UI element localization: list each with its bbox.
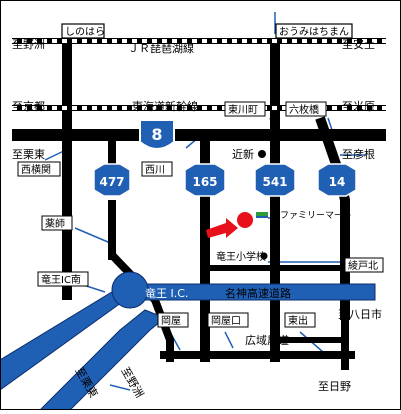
route-477-badge: 477 — [93, 163, 131, 197]
svg-text:西横関: 西横関 — [21, 163, 51, 176]
route-541-badge: 541 — [254, 163, 296, 197]
svg-text:東川町: 東川町 — [228, 103, 258, 116]
destination-marker[interactable] — [237, 212, 253, 228]
svg-text:541: 541 — [262, 175, 287, 189]
dir-yasu-top: 至野洲 — [12, 38, 45, 51]
svg-text:西川: 西川 — [145, 165, 165, 176]
station-shinohara[interactable]: しのはら — [61, 23, 105, 39]
route-14-badge: 14 — [317, 163, 357, 197]
svg-text:岡屋: 岡屋 — [161, 315, 181, 327]
dir-hikone: 至彦根 — [342, 147, 375, 161]
svg-text:477: 477 — [99, 175, 124, 189]
intersection-yakushi[interactable]: 薬師 — [41, 215, 73, 231]
red-arrow-icon — [206, 218, 238, 238]
dir-yokaichi: 至八日市 — [338, 307, 382, 321]
svg-text:岡屋口: 岡屋口 — [211, 315, 241, 327]
dir-maibara: 至米原 — [342, 100, 375, 113]
intersection-okaya-guchi[interactable]: 岡屋口 — [207, 312, 249, 328]
svg-text:おうみはちまん: おうみはちまん — [279, 26, 349, 38]
kinshin-label: 近新 — [232, 147, 254, 161]
family-mart-label: ファミリーマート — [280, 211, 352, 221]
svg-text:14: 14 — [329, 175, 346, 189]
meishin-label: 名神高速道路 — [225, 286, 291, 300]
dir-hino: 至日野 — [318, 380, 351, 393]
shinkansen-label: 東海道新幹線 — [132, 99, 198, 113]
route-8-badge: 8 — [139, 119, 175, 150]
svg-text:東出: 東出 — [288, 314, 308, 327]
ryuo-ic-label: 竜王 I.C. — [145, 286, 188, 300]
dir-azuchi: 至安土 — [342, 37, 375, 51]
elementary-dot — [260, 252, 268, 260]
svg-text:薬師: 薬師 — [45, 217, 65, 230]
intersection-rokumaibashi[interactable]: 六枚橋 — [285, 101, 327, 117]
intersection-nishiyokozeki[interactable]: 西横関 — [17, 161, 61, 177]
dir-kurita-east: 至栗東 — [12, 148, 45, 161]
svg-text:六枚橋: 六枚橋 — [289, 103, 319, 116]
svg-text:8: 8 — [151, 125, 162, 144]
svg-text:竜王IC南: 竜王IC南 — [41, 273, 81, 286]
svg-text:綾戸北: 綾戸北 — [348, 259, 378, 272]
station-omihachiman[interactable]: おうみはちまん — [275, 23, 353, 39]
intersection-okaya[interactable]: 岡屋 — [157, 312, 189, 328]
convenience-store-icon — [256, 212, 268, 218]
jr-biwako-label: ＪＲ琵琶湖線 — [128, 41, 194, 55]
intersection-higashide[interactable]: 東出 — [284, 312, 316, 328]
route-165-badge: 165 — [184, 163, 226, 197]
ryuo-elementary-label: 竜王小学校 — [216, 250, 266, 263]
intersection-nishikawa[interactable]: 西川 — [141, 161, 173, 177]
svg-text:165: 165 — [192, 175, 217, 189]
kinshin-dot — [258, 150, 266, 158]
intersection-higashikawacho[interactable]: 東川町 — [224, 101, 266, 117]
intersection-ayatokita[interactable]: 綾戸北 — [344, 257, 384, 273]
dir-kyoto: 至京都 — [12, 99, 45, 113]
intersection-ryuo-ic-minami[interactable]: 竜王IC南 — [37, 271, 89, 287]
kouiki-nodo-label: 広域農道 — [245, 333, 289, 347]
svg-text:しのはら: しのはら — [65, 26, 105, 38]
